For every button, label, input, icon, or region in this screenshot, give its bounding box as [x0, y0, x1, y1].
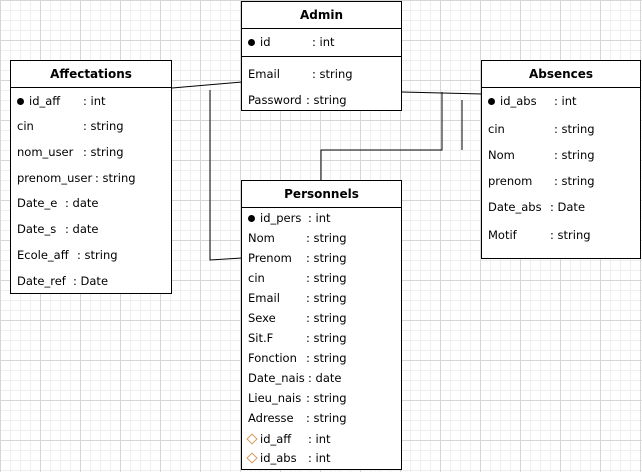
entity-affectations[interactable]: Affectations id_aff : int cin : string n… [10, 60, 172, 294]
entity-title: Personnels [242, 181, 401, 208]
field-row[interactable]: cin : string [17, 119, 124, 133]
primary-key-icon [487, 91, 497, 111]
field-row[interactable]: cin : string [488, 122, 595, 136]
foreign-key-icon [247, 429, 257, 449]
connector-affectations-personnels [209, 90, 243, 261]
field-row[interactable]: id_abs : int [242, 448, 401, 468]
field-row[interactable]: Fonction : string [248, 351, 347, 365]
entity-absences[interactable]: Absences id_abs : int cin : string Nom :… [481, 60, 641, 259]
field-row[interactable]: Date_e : date [17, 196, 99, 210]
field-row[interactable]: id_aff : int [242, 429, 401, 449]
field-row[interactable]: id_pers : int [242, 208, 401, 228]
entity-title: Admin [242, 2, 401, 29]
field-row[interactable]: Email : string [248, 291, 347, 305]
field-row[interactable]: Sexe : string [248, 311, 347, 325]
field-row[interactable]: Email : string [248, 67, 353, 81]
field-row[interactable]: cin : string [248, 271, 347, 285]
field-row[interactable]: prenom_user : string [17, 171, 136, 185]
field-row[interactable]: Nom : string [248, 231, 347, 245]
foreign-key-icon [247, 448, 257, 468]
field-row[interactable]: Date_abs : Date [488, 200, 586, 214]
field-row[interactable]: Nom : string [488, 148, 595, 162]
connector-affectations-admin [171, 81, 243, 89]
connector-absences-personnels [320, 92, 443, 181]
entity-personnels[interactable]: Personnels id_pers : int Nom : string Pr… [241, 180, 402, 470]
field-row[interactable]: Date_nais : date [248, 371, 342, 385]
field-row[interactable]: Motif : string [488, 228, 591, 242]
field-row[interactable]: Date_ref : Date [17, 274, 109, 288]
entity-title: Absences [482, 61, 640, 88]
primary-key-icon [16, 91, 26, 111]
field-row[interactable]: nom_user : string [17, 145, 124, 159]
field-row[interactable]: Adresse : string [248, 411, 347, 425]
entity-title: Affectations [11, 61, 171, 88]
field-row[interactable]: Date_s : date [17, 222, 99, 236]
primary-key-icon [247, 208, 257, 228]
field-row[interactable]: Password : string [248, 93, 347, 107]
field-row[interactable]: Prenom : string [248, 251, 347, 265]
field-row[interactable]: Sit.F : string [248, 331, 347, 345]
primary-key-icon [247, 32, 257, 52]
field-row[interactable]: id_abs : int [482, 91, 640, 111]
field-row[interactable]: Lieu_nais : string [248, 391, 347, 405]
field-row[interactable]: id : int [242, 32, 401, 52]
field-row[interactable]: prenom : string [488, 174, 595, 188]
entity-admin[interactable]: Admin id : int Email : string Password :… [241, 1, 402, 111]
keys-section: id : int [242, 29, 401, 57]
field-row[interactable]: Ecole_aff : string [17, 248, 118, 262]
field-row[interactable]: id_aff : int [11, 91, 171, 111]
